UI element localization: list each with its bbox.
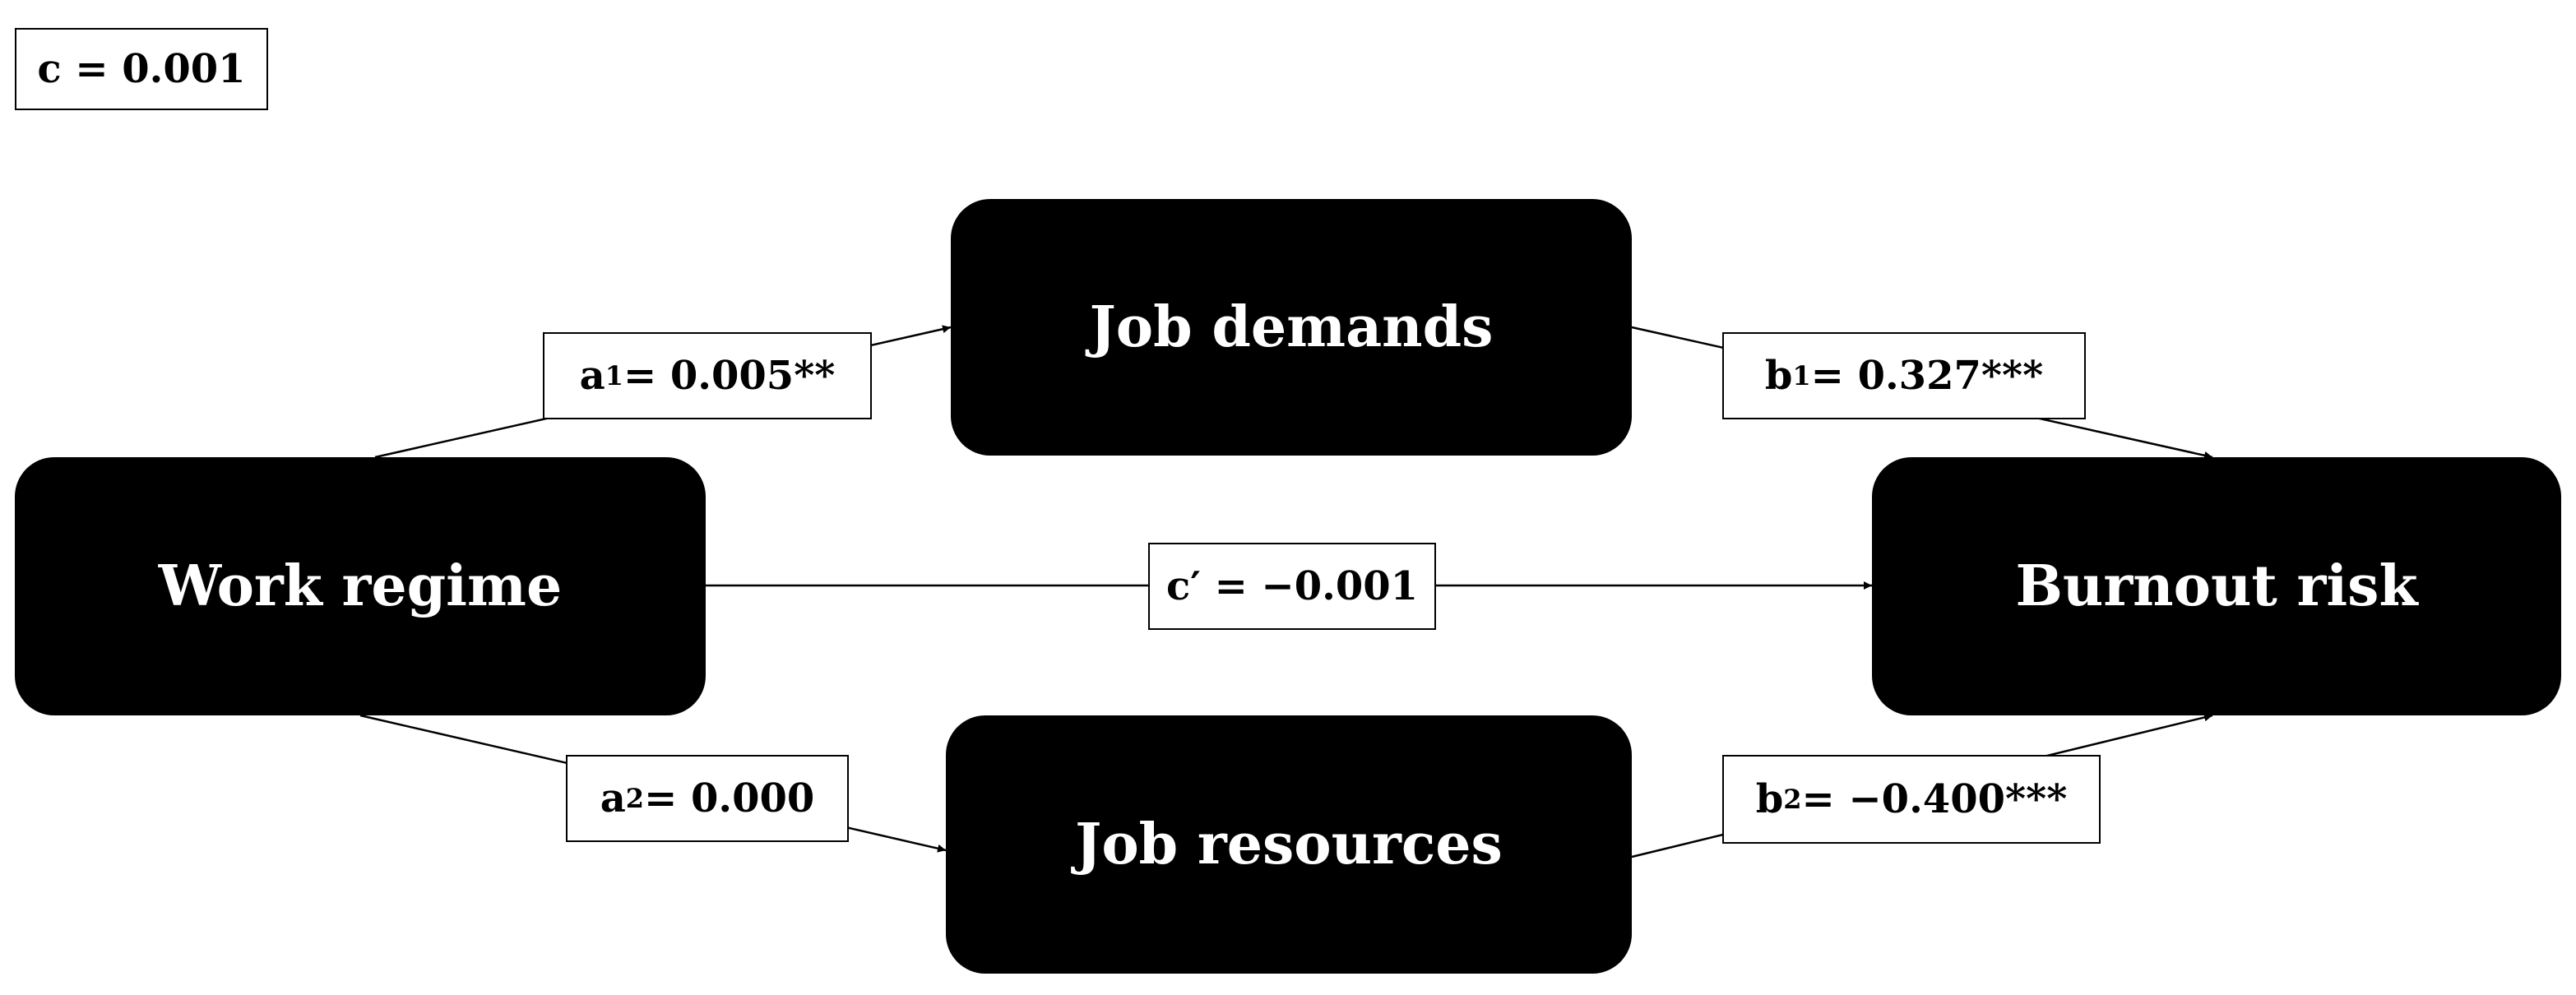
path-b2-value: = −0.400*** [1801,776,2068,822]
path-b1-value: = 0.327*** [1810,353,2044,399]
node-job-demands: Job demands [951,199,1632,456]
node-work-regime: Work regime [15,457,706,715]
node-work-regime-label: Work regime [158,553,563,619]
node-burnout-risk: Burnout risk [1872,457,2561,715]
path-a2-symbol: a [600,775,626,821]
path-a1-value: = 0.005** [623,353,836,399]
path-a1-symbol: a [579,353,605,399]
total-effect-label: c = 0.001 [15,28,268,110]
node-burnout-risk-label: Burnout risk [2015,553,2418,619]
node-job-resources: Job resources [946,715,1632,974]
path-c-prime-label: c′ = −0.001 [1148,543,1436,630]
node-job-resources-label: Job resources [1075,812,1503,877]
total-effect-text: c = 0.001 [37,46,246,92]
path-a2-value: = 0.000 [644,775,815,821]
node-job-demands-label: Job demands [1089,294,1494,360]
path-b1-symbol: b [1764,353,1793,399]
path-c-prime-text: c′ = −0.001 [1165,563,1419,609]
path-b2-symbol: b [1755,776,1784,822]
